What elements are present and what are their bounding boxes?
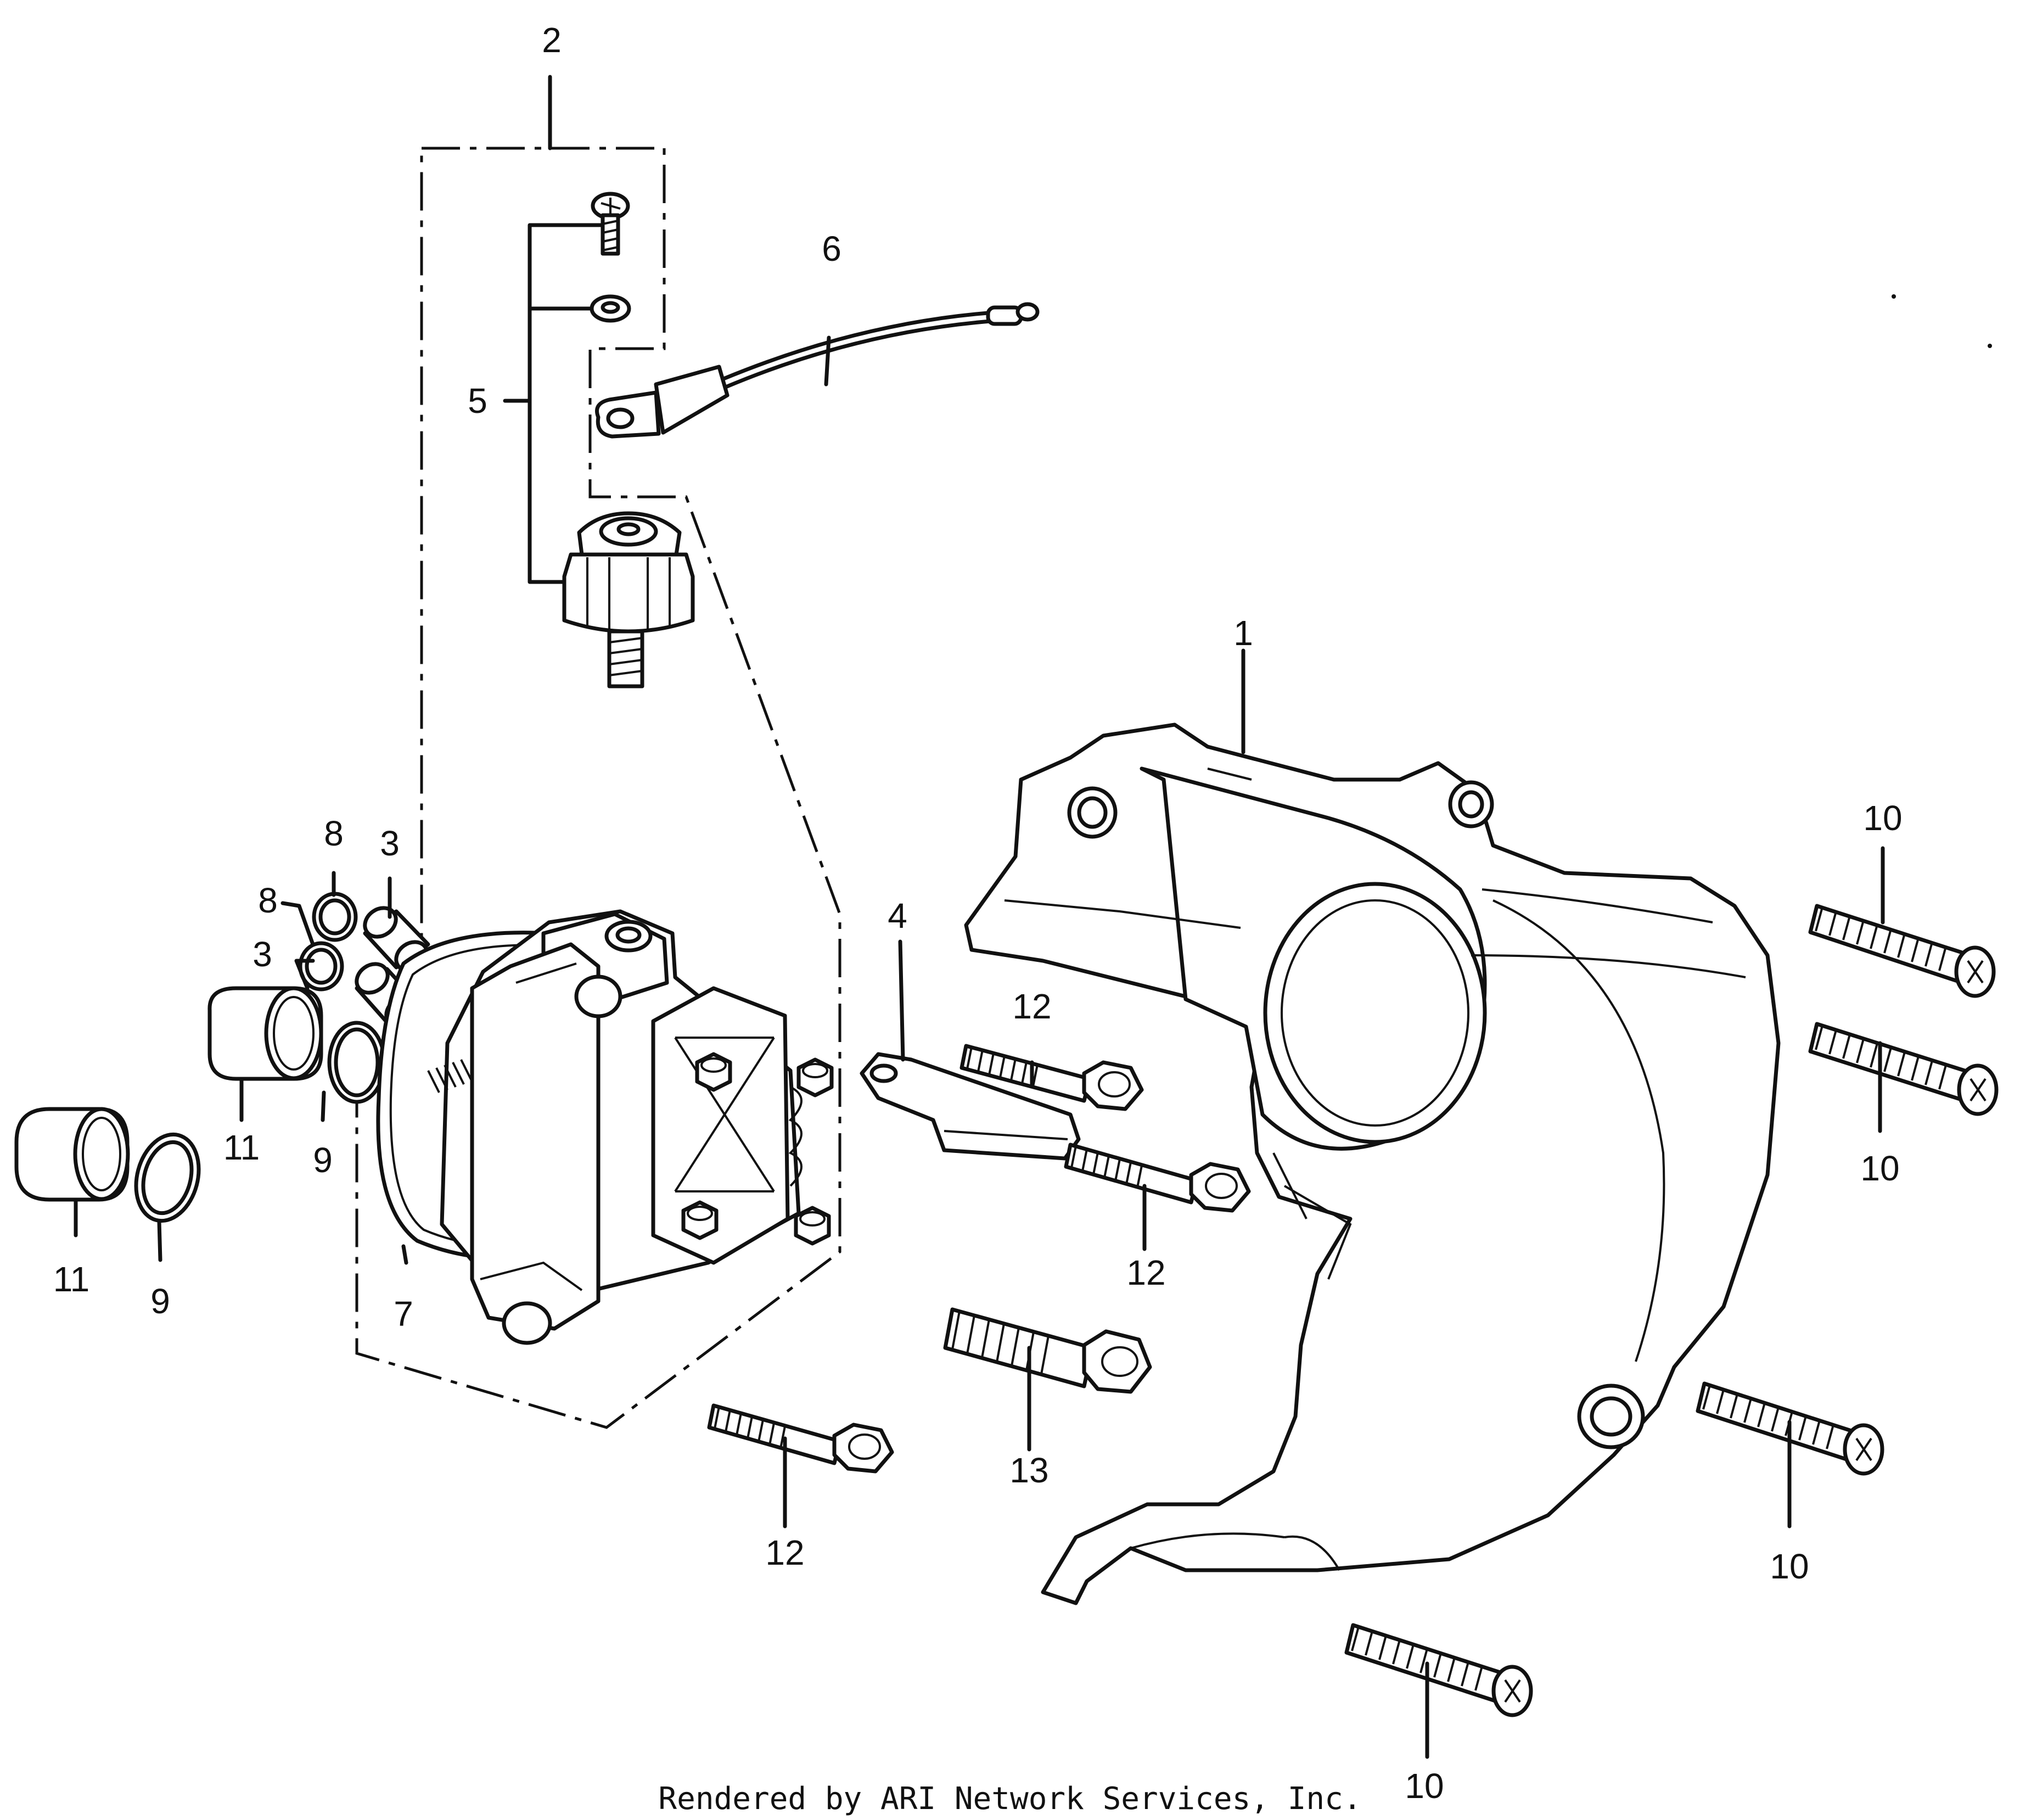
flange-bolt-12-b-icon <box>1064 1143 1251 1213</box>
callout-7: 7 <box>394 1294 413 1334</box>
callout-8-upper: 8 <box>324 814 344 853</box>
leader-lines <box>74 335 1885 1759</box>
footer-credit: Rendered by ARI Network Services, Inc. <box>658 1781 1361 1817</box>
flange-bolt-13-icon <box>943 1307 1152 1394</box>
screw-10-a-icon <box>1808 904 1996 998</box>
o-ring-8-lower-icon <box>298 941 344 992</box>
collar-11-upper-icon <box>207 986 323 1081</box>
screw-icon <box>591 192 630 256</box>
o-ring-9-lower-icon <box>134 1132 201 1223</box>
bracket-5 <box>503 223 611 584</box>
callout-4: 4 <box>888 896 907 936</box>
washer-icon <box>590 294 631 323</box>
pump-bolt-head-icon <box>681 1200 719 1240</box>
callout-3-lower: 3 <box>252 934 272 974</box>
callout-8-lower: 8 <box>258 881 278 920</box>
flange-bolt-12-c-icon <box>707 1403 894 1474</box>
pump-bolt-head-icon <box>794 1206 831 1246</box>
flange-bolt-12-a-icon <box>960 1044 1144 1111</box>
callout-9-upper: 9 <box>313 1140 333 1180</box>
callout-12-a: 12 <box>1012 987 1051 1026</box>
speck <box>1988 344 1992 348</box>
pump-bolt-head-icon <box>796 1057 834 1097</box>
crankcase-cover-icon <box>964 723 1781 1605</box>
o-ring-8-upper-icon <box>312 892 358 942</box>
wire-icon <box>595 302 1040 439</box>
callout-12-b: 12 <box>1126 1253 1165 1292</box>
callout-10-a: 10 <box>1863 798 1902 838</box>
callout-9-lower: 9 <box>150 1281 170 1321</box>
oil-pump-icon <box>376 909 834 1345</box>
callout-6: 6 <box>822 229 841 268</box>
screw-10-c-icon <box>1696 1381 1884 1476</box>
callout-10-c: 10 <box>1770 1547 1809 1586</box>
callout-13: 13 <box>1009 1451 1048 1490</box>
screw-10-b-icon <box>1808 1022 1999 1116</box>
callout-11-lower: 11 <box>53 1259 89 1299</box>
callout-5: 5 <box>468 381 487 421</box>
oil-pressure-switch-icon <box>562 511 695 688</box>
pump-bolt-head-icon <box>695 1052 732 1092</box>
callout-2: 2 <box>542 20 562 60</box>
callout-10-b: 10 <box>1860 1149 1899 1188</box>
o-ring-9-upper-icon <box>327 1021 386 1104</box>
callout-11-upper: 11 <box>223 1128 260 1167</box>
callout-10-d: 10 <box>1405 1766 1444 1806</box>
speck <box>1892 294 1896 299</box>
callout-3-upper: 3 <box>380 824 400 863</box>
screw-10-d-icon <box>1344 1623 1533 1717</box>
callout-1: 1 <box>1233 613 1253 653</box>
callout-labels: 1 2 5 6 8 3 8 3 4 12 12 13 12 11 9 7 11 … <box>53 20 1903 1806</box>
collar-11-lower-icon <box>14 1107 130 1202</box>
callout-12-c: 12 <box>765 1533 804 1572</box>
